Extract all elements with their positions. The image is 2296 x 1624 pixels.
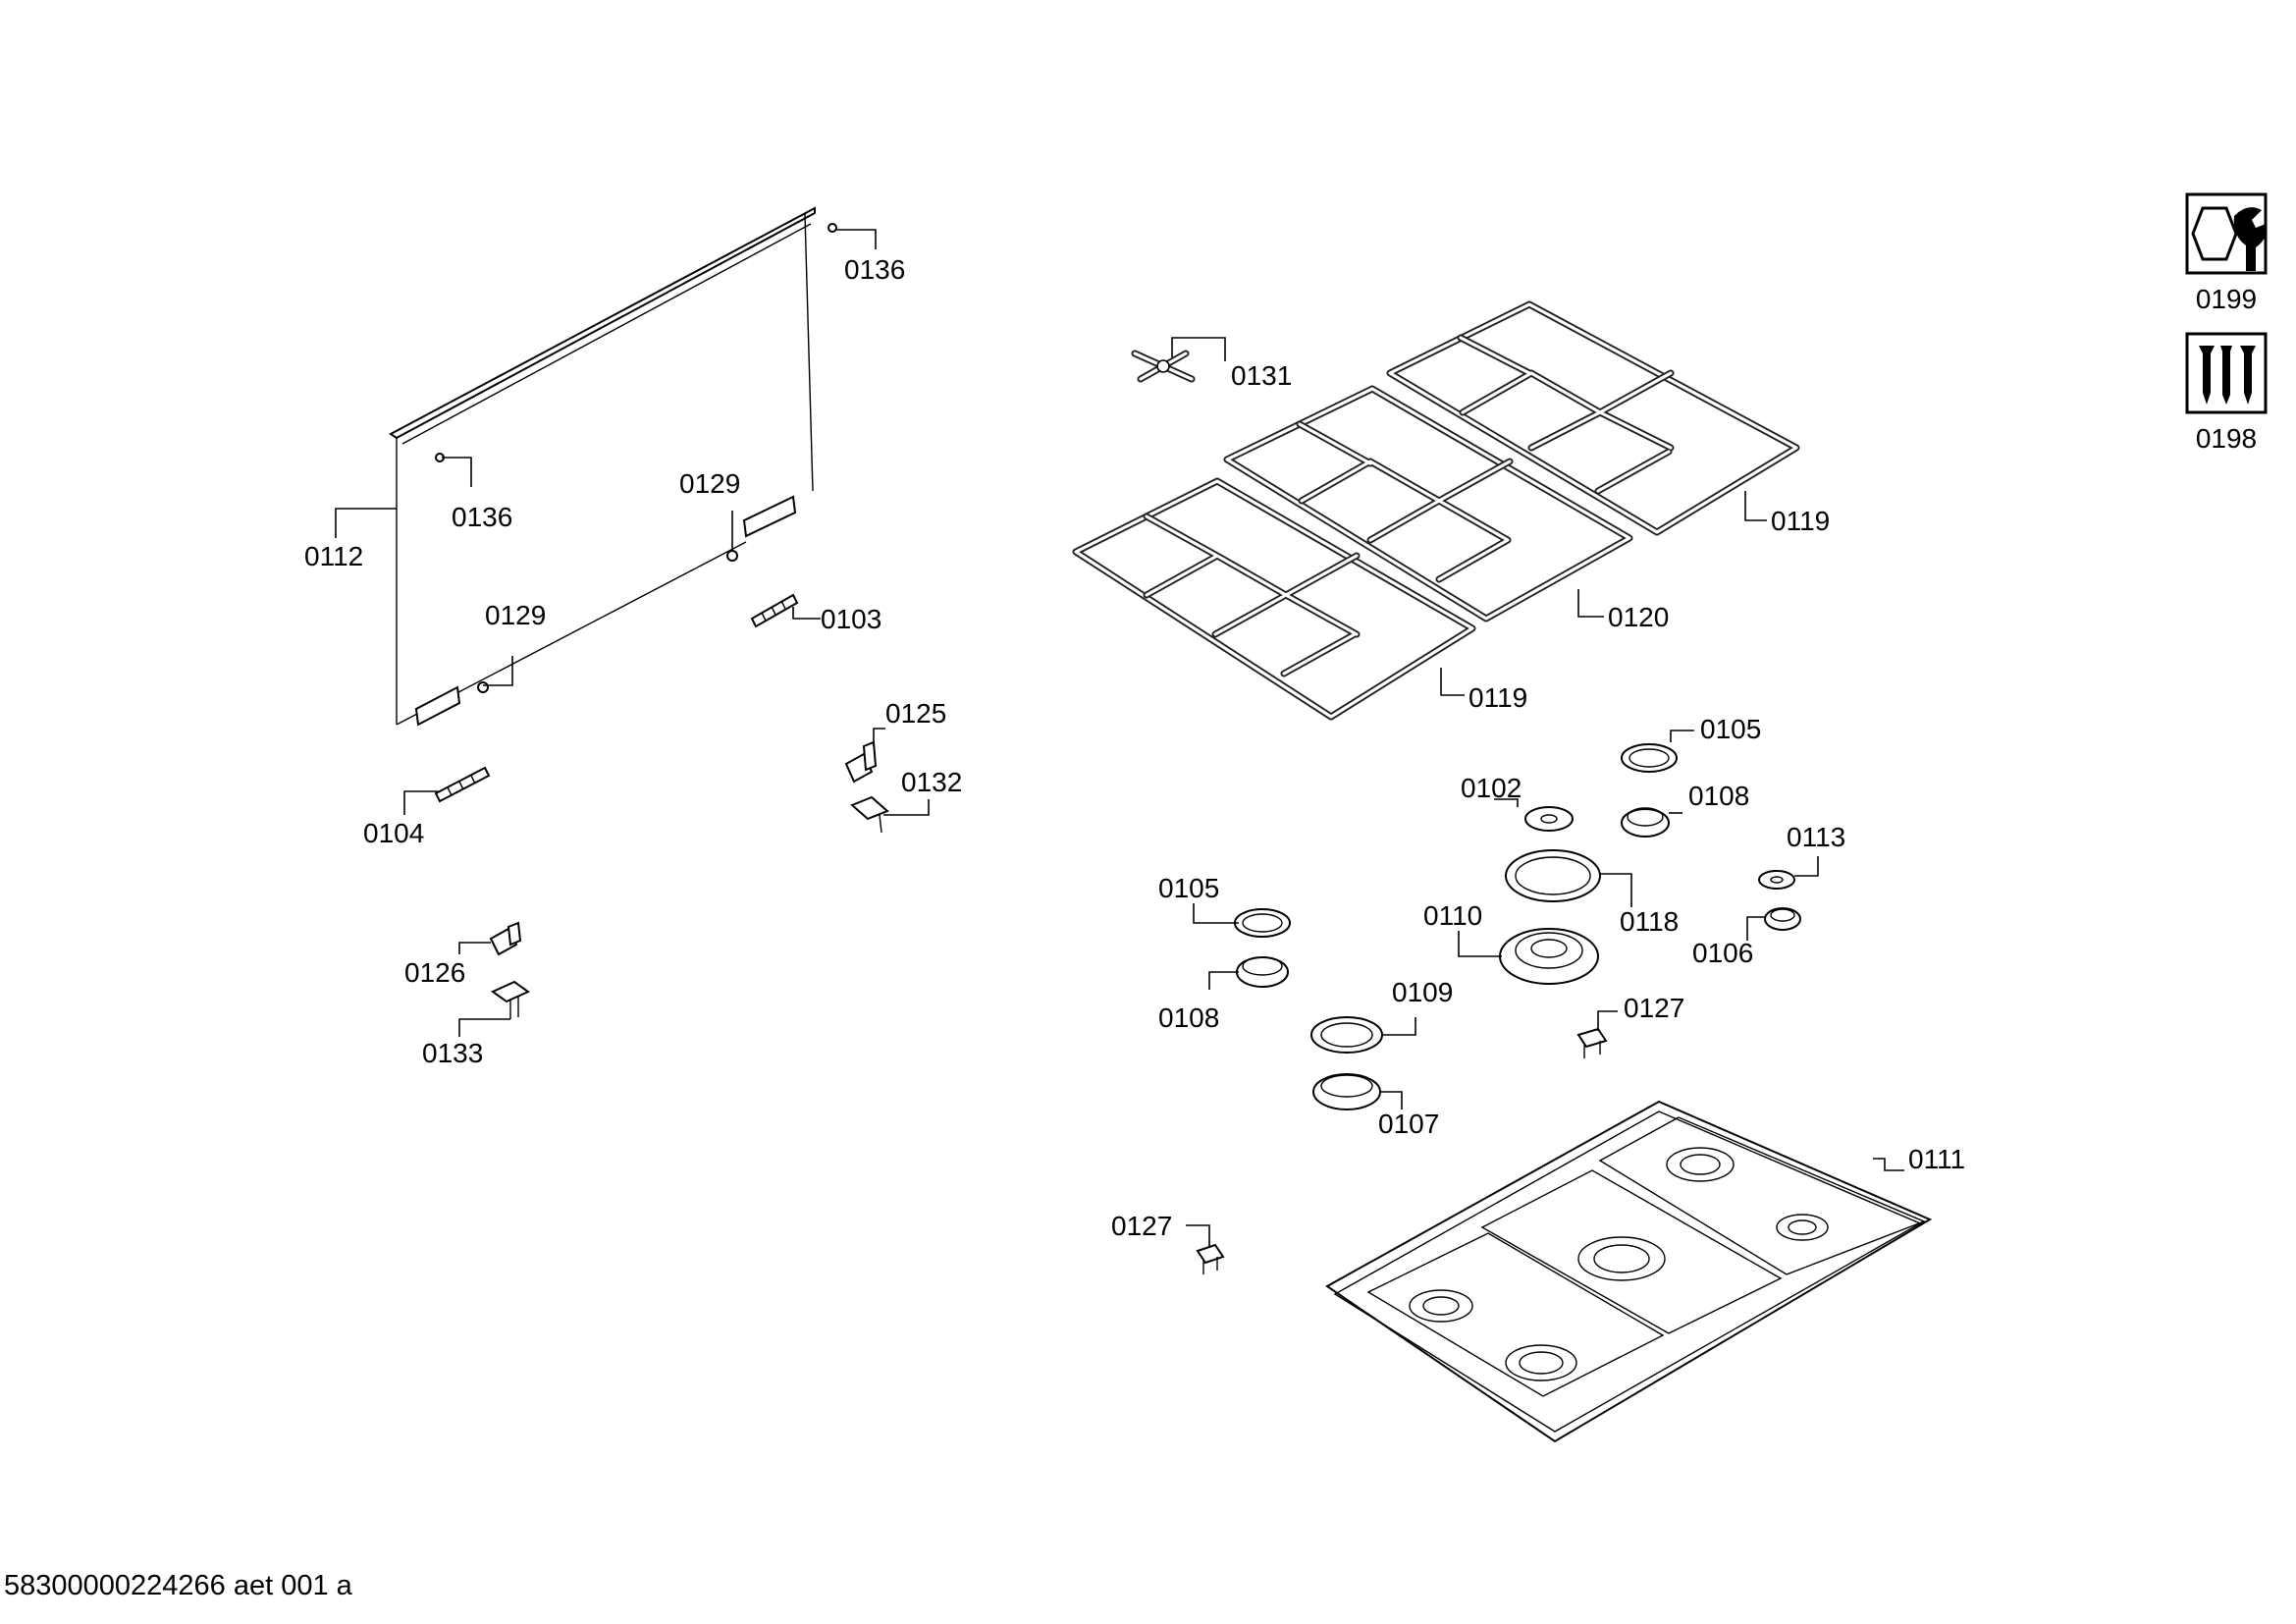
- callout-0110: 0110: [1423, 900, 1482, 931]
- callout-0105-left: 0105: [1158, 873, 1219, 903]
- wok-burner-part-0110[interactable]: [1499, 928, 1599, 985]
- burner-cap-part-0113[interactable]: [1758, 870, 1795, 890]
- callout-0129-upper: 0129: [679, 468, 740, 499]
- callout-0107: 0107: [1378, 1109, 1439, 1139]
- clip-part-0132[interactable]: [850, 795, 889, 834]
- callout-0125: 0125: [885, 698, 946, 729]
- callout-0132: 0132: [901, 767, 962, 797]
- callout-0108-left: 0108: [1158, 1002, 1219, 1033]
- document-id: 58300000224266 aet 001 a: [4, 1570, 353, 1601]
- callout-0136-top: 0136: [844, 254, 905, 285]
- grate-part-0120[interactable]: [1223, 385, 1633, 623]
- callout-0108-right: 0108: [1688, 781, 1749, 811]
- callout-0106: 0106: [1692, 938, 1753, 968]
- callout-0119-top: 0119: [1771, 506, 1830, 536]
- glass-lid-part[interactable]: [389, 206, 837, 727]
- callout-0105-right: 0105: [1700, 714, 1761, 744]
- clip-part-0127-left[interactable]: [1196, 1243, 1225, 1274]
- star-support-part-0131[interactable]: [1131, 350, 1196, 383]
- burner-crown-part-0106[interactable]: [1764, 907, 1801, 931]
- callout-0129-lower: 0129: [485, 600, 546, 630]
- callout-0133: 0133: [422, 1038, 483, 1068]
- clip-part-0133[interactable]: [491, 980, 530, 1019]
- callout-0103: 0103: [821, 604, 881, 634]
- screws-icon: [2185, 332, 2268, 414]
- callout-0131: 0131: [1231, 360, 1292, 391]
- tool-nut-wrench-icon: [2185, 192, 2268, 275]
- hinge-part-0104[interactable]: [434, 766, 491, 803]
- callout-0136-inner: 0136: [452, 502, 512, 532]
- bracket-part-0126[interactable]: [489, 921, 522, 956]
- hob-tray-part-0111[interactable]: [1325, 1100, 1933, 1443]
- icon-label-0199: 0199: [2196, 284, 2257, 314]
- callout-0102: 0102: [1461, 773, 1522, 803]
- burner-cap-part-0102[interactable]: [1524, 806, 1574, 832]
- grate-part-0119-left[interactable]: [1072, 477, 1476, 721]
- burner-cap-part-0109[interactable]: [1310, 1016, 1383, 1054]
- burner-crown-part-0108-left[interactable]: [1236, 956, 1289, 988]
- callout-0120: 0120: [1608, 602, 1669, 632]
- callout-0127-left: 0127: [1111, 1211, 1172, 1241]
- callout-0126: 0126: [404, 957, 465, 988]
- grate-part-0119-right[interactable]: [1386, 300, 1800, 536]
- leader-lines: [335, 229, 1904, 1247]
- callout-0109: 0109: [1392, 977, 1453, 1007]
- callout-labels: 0136 0136 0112 0129 0129 0103 0104 0125 …: [304, 254, 1965, 1241]
- callout-0112: 0112: [304, 541, 363, 571]
- burner-ring-part-0118[interactable]: [1505, 849, 1601, 902]
- callout-0127-right: 0127: [1624, 993, 1684, 1023]
- burner-crown-part-0107[interactable]: [1312, 1073, 1381, 1110]
- callout-0119-bottom: 0119: [1468, 682, 1527, 713]
- hinge-part-0103[interactable]: [750, 593, 799, 628]
- burner-crown-part-0108-right[interactable]: [1621, 807, 1670, 838]
- callout-0113: 0113: [1787, 822, 1845, 852]
- callout-0104: 0104: [363, 818, 424, 848]
- bracket-part-0125[interactable]: [844, 740, 878, 784]
- clip-part-0127-right[interactable]: [1576, 1027, 1608, 1058]
- burner-cap-part-0105-left[interactable]: [1234, 908, 1291, 938]
- icon-label-0198: 0198: [2196, 423, 2257, 454]
- callout-0118: 0118: [1620, 906, 1679, 937]
- burner-cap-part-0105-right[interactable]: [1621, 743, 1678, 773]
- callout-0111: 0111: [1908, 1144, 1965, 1174]
